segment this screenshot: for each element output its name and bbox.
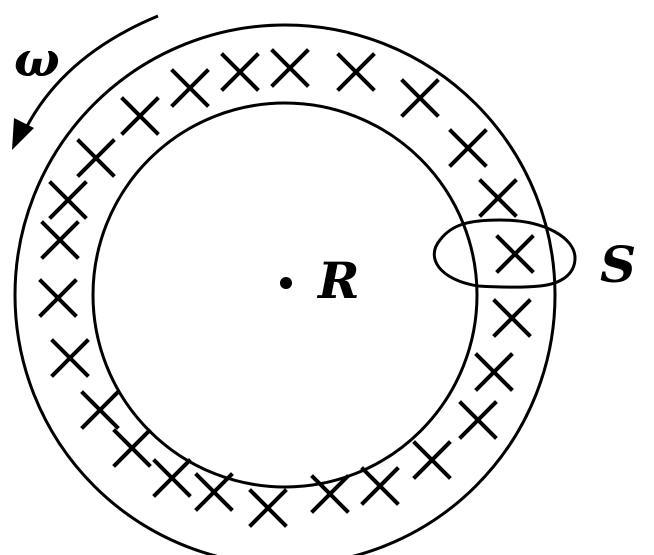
cross-mark — [492, 298, 532, 338]
cross-mark — [458, 400, 498, 440]
cross-mark — [412, 440, 452, 480]
cross-marks — [38, 48, 535, 528]
cross-mark — [194, 472, 234, 512]
center-label: R — [316, 251, 360, 310]
cross-mark — [248, 488, 288, 528]
inner-ring-circle — [91, 101, 479, 489]
cross-mark — [270, 48, 310, 88]
rotation-arrow — [22, 14, 159, 133]
cross-mark — [48, 180, 88, 220]
cross-mark — [50, 338, 90, 378]
cross-mark — [400, 78, 440, 118]
rotation-arrowhead — [12, 118, 34, 150]
cross-mark — [170, 68, 210, 108]
cross-mark — [360, 466, 400, 506]
cross-mark — [76, 138, 116, 178]
center-dot — [280, 277, 292, 289]
cross-mark — [336, 52, 376, 92]
cross-mark — [152, 458, 192, 498]
cross-mark — [478, 178, 518, 218]
cross-mark — [40, 220, 80, 260]
cross-mark — [120, 96, 160, 136]
loop-label: S — [600, 235, 636, 294]
cross-mark — [310, 474, 350, 514]
cross-mark — [474, 352, 514, 392]
omega-label: ω — [14, 32, 60, 88]
cross-mark — [220, 52, 260, 92]
loop-s — [432, 218, 577, 289]
cross-mark — [38, 278, 78, 318]
outer-ring-circle — [13, 23, 557, 555]
cross-mark — [448, 128, 488, 168]
cross-mark — [80, 390, 120, 430]
cross-mark — [112, 428, 152, 468]
cross-mark — [495, 234, 535, 274]
